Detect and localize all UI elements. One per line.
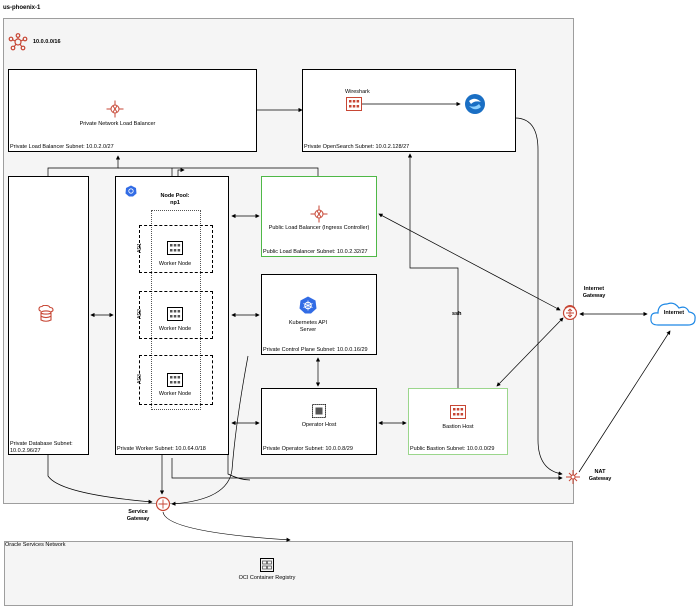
worker-nat-line <box>171 458 563 481</box>
container-registry-icon <box>260 558 274 572</box>
kubernetes-api-icon <box>299 296 317 314</box>
operator-host-label: Operator Host <box>301 422 337 428</box>
bastion-host-icon <box>450 405 466 419</box>
ocir-label: OCI Container Registry <box>238 575 296 581</box>
nat-gateway-icon <box>566 470 580 484</box>
public-lb-subnet[interactable] <box>261 176 377 257</box>
public-lb-to-nlb-line <box>118 167 319 176</box>
node-pool-label: Node Pool: np1 <box>160 193 190 206</box>
node-pool-boundary <box>151 210 201 410</box>
ssh-label: ssh <box>452 311 462 317</box>
service-gateway-icon <box>155 496 171 512</box>
public-lb-subnet-label: Public Load Balancer Subnet: 10.0.2.32/2… <box>263 249 368 255</box>
control-plane-subnet-label: Private Control Plane Subnet: 10.0.0.16/… <box>263 347 368 353</box>
worker-node-label-3: Worker Node <box>158 391 192 397</box>
opensearch-nat-line <box>514 117 563 476</box>
worker-node-icon <box>167 241 183 255</box>
ad3-box <box>139 355 213 405</box>
kubernetes-icon <box>125 185 137 197</box>
bastion-igw-line <box>496 317 564 387</box>
public-lb-label: Public Load Balancer (Ingress Controller… <box>268 225 370 231</box>
region-label: us-phoenix-1 <box>3 5 41 11</box>
sgw-ocir-line <box>162 511 291 542</box>
load-balancer-icon <box>310 205 328 223</box>
worker-node-icon <box>167 373 183 387</box>
worker-subnet-label: Private Worker Subnet: 10.0.64.0/18 <box>117 446 206 452</box>
database-subnet-label: Private Database Subnet: 10.0.2.96/27 <box>10 441 73 454</box>
control-plane-subnet[interactable] <box>261 274 377 355</box>
k8s-sgw-line <box>171 355 249 506</box>
private-lb-subnet-label: Private Load Balancer Subnet: 10.0.2.0/2… <box>10 144 114 150</box>
opensearch-subnet-label: Private OpenSearch Subnet: 10.0.2.128/27 <box>304 144 410 150</box>
load-balancer-icon <box>106 100 124 118</box>
nat-gateway-label: NAT Gateway <box>588 469 612 482</box>
vcn-icon <box>8 33 28 51</box>
operator-subnet[interactable] <box>261 388 377 455</box>
worker-node-label-1: Worker Node <box>158 261 192 267</box>
db-sgw-line <box>47 455 153 504</box>
wireshark-label: Wireshark <box>345 89 370 95</box>
database-subnet[interactable] <box>8 176 89 455</box>
bastion-host-label: Bastion Host <box>442 424 474 430</box>
internet-gateway-icon <box>562 305 578 320</box>
vcn-cidr: 10.0.0.0/16 <box>33 39 61 45</box>
k8s-api-label: Kubernetes API Server <box>288 320 328 333</box>
wireshark-icon <box>346 97 362 111</box>
service-gateway-label: Service Gateway <box>126 509 150 522</box>
oracle-services-label: Oracle Services Network <box>5 542 66 548</box>
nat-internet-line <box>578 330 671 473</box>
worker-node-icon <box>167 307 183 321</box>
private-lb-subnet[interactable] <box>8 69 257 152</box>
ad1-box <box>139 225 213 273</box>
ssh-line <box>407 153 459 388</box>
private-nlb-label: Private Network Load Balancer <box>79 121 156 127</box>
ad2-box <box>139 291 213 339</box>
internet-gateway-label: Internet Gateway <box>582 286 606 299</box>
internet-cloud-icon <box>650 302 696 326</box>
operator-host-icon <box>312 404 326 418</box>
operator-subnet-label: Private Operator Subnet: 10.0.0.8/29 <box>263 446 353 452</box>
worker-node-label-2: Worker Node <box>158 326 192 332</box>
opensearch-icon <box>465 94 485 114</box>
bastion-subnet[interactable] <box>408 388 508 455</box>
public-lb-igw-line <box>378 213 561 311</box>
bastion-subnet-label: Public Bastion Subnet: 10.0.0.0/29 <box>410 446 495 452</box>
internet-label: Internet <box>663 310 685 316</box>
database-icon <box>38 305 54 322</box>
database-to-nlb-line <box>47 155 121 176</box>
